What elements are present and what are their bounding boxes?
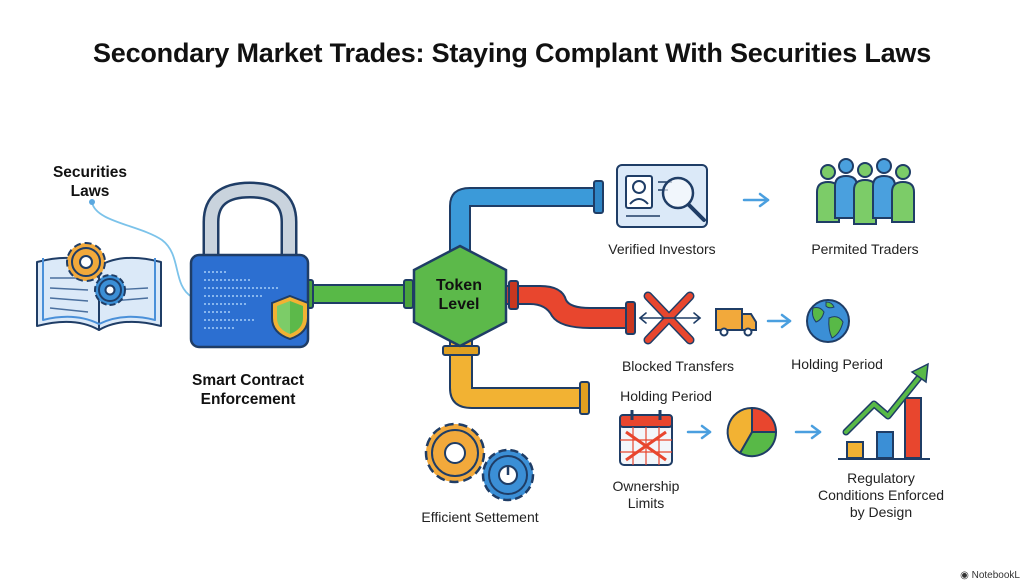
arrow-right-icon <box>742 192 770 208</box>
holding-period-top-label: Holding Period <box>791 356 883 372</box>
trend-arrow-icon <box>842 362 929 436</box>
securities-laws-line1: Securities <box>52 164 128 181</box>
ownership-limits-line2: Limits <box>627 495 665 511</box>
watermark: ◉ NotebookL <box>960 570 1020 581</box>
bar-chart-icon <box>838 397 930 460</box>
globe-icon <box>806 299 850 343</box>
pipe-red <box>505 280 636 335</box>
book-gear-blue-icon <box>94 274 126 306</box>
pie-chart-icon <box>726 406 778 458</box>
token-level-hub <box>412 244 508 348</box>
magnifier-icon <box>661 176 706 222</box>
ownership-limits-line1: Ownership <box>612 478 680 494</box>
smart-contract-line1: Smart Contract <box>192 372 304 389</box>
securities-laws-label: Securities Laws <box>30 163 150 201</box>
securities-laws-line2: Laws <box>70 183 110 200</box>
page-title: Secondary Market Trades: Staying Complan… <box>92 38 932 68</box>
truck-icon <box>715 308 757 337</box>
calendar-icon <box>619 410 673 466</box>
blocked-transfers-label: Blocked Transfers <box>621 358 735 374</box>
settlement-gear-blue-icon <box>481 448 535 502</box>
connector-line <box>91 201 193 298</box>
permitted-traders-label: Permited Traders <box>811 241 919 257</box>
regulatory-line3: by Design <box>849 504 913 520</box>
smart-contract-label: Smart Contract Enforcement <box>172 371 324 409</box>
settlement-gear-orange-icon <box>424 422 486 484</box>
ownership-limits-label: Ownership Limits <box>596 478 696 512</box>
hub-label: Token Level <box>414 276 504 314</box>
hub-label-line1: Token <box>436 277 482 294</box>
double-arrow-icon <box>638 312 702 324</box>
efficient-settlement-label: Efficient Settement <box>421 509 539 525</box>
pipe-green <box>303 279 418 309</box>
connector-dot <box>89 199 95 205</box>
regulatory-conditions-label: Regulatory Conditions Enforced by Design <box>806 470 956 521</box>
arrow-right-icon <box>766 313 792 329</box>
arrow-right-icon <box>794 424 822 440</box>
pipe-blue <box>449 180 604 263</box>
hub-label-line2: Level <box>438 296 480 313</box>
shield-icon <box>271 294 309 341</box>
people-group-icon <box>816 158 915 225</box>
pipe-yellow <box>442 339 590 415</box>
watermark-text: NotebookL <box>971 570 1020 581</box>
verified-investors-label: Verified Investors <box>608 241 716 257</box>
holding-period-mid-label: Holding Period <box>620 388 712 404</box>
notebooklm-logo-icon: ◉ <box>960 570 969 581</box>
regulatory-line1: Regulatory <box>847 470 915 486</box>
regulatory-line2: Conditions Enforced <box>817 487 945 503</box>
arrow-right-icon <box>686 424 712 440</box>
book-gear-orange-icon <box>66 242 106 282</box>
smart-contract-line2: Enforcement <box>200 391 296 408</box>
